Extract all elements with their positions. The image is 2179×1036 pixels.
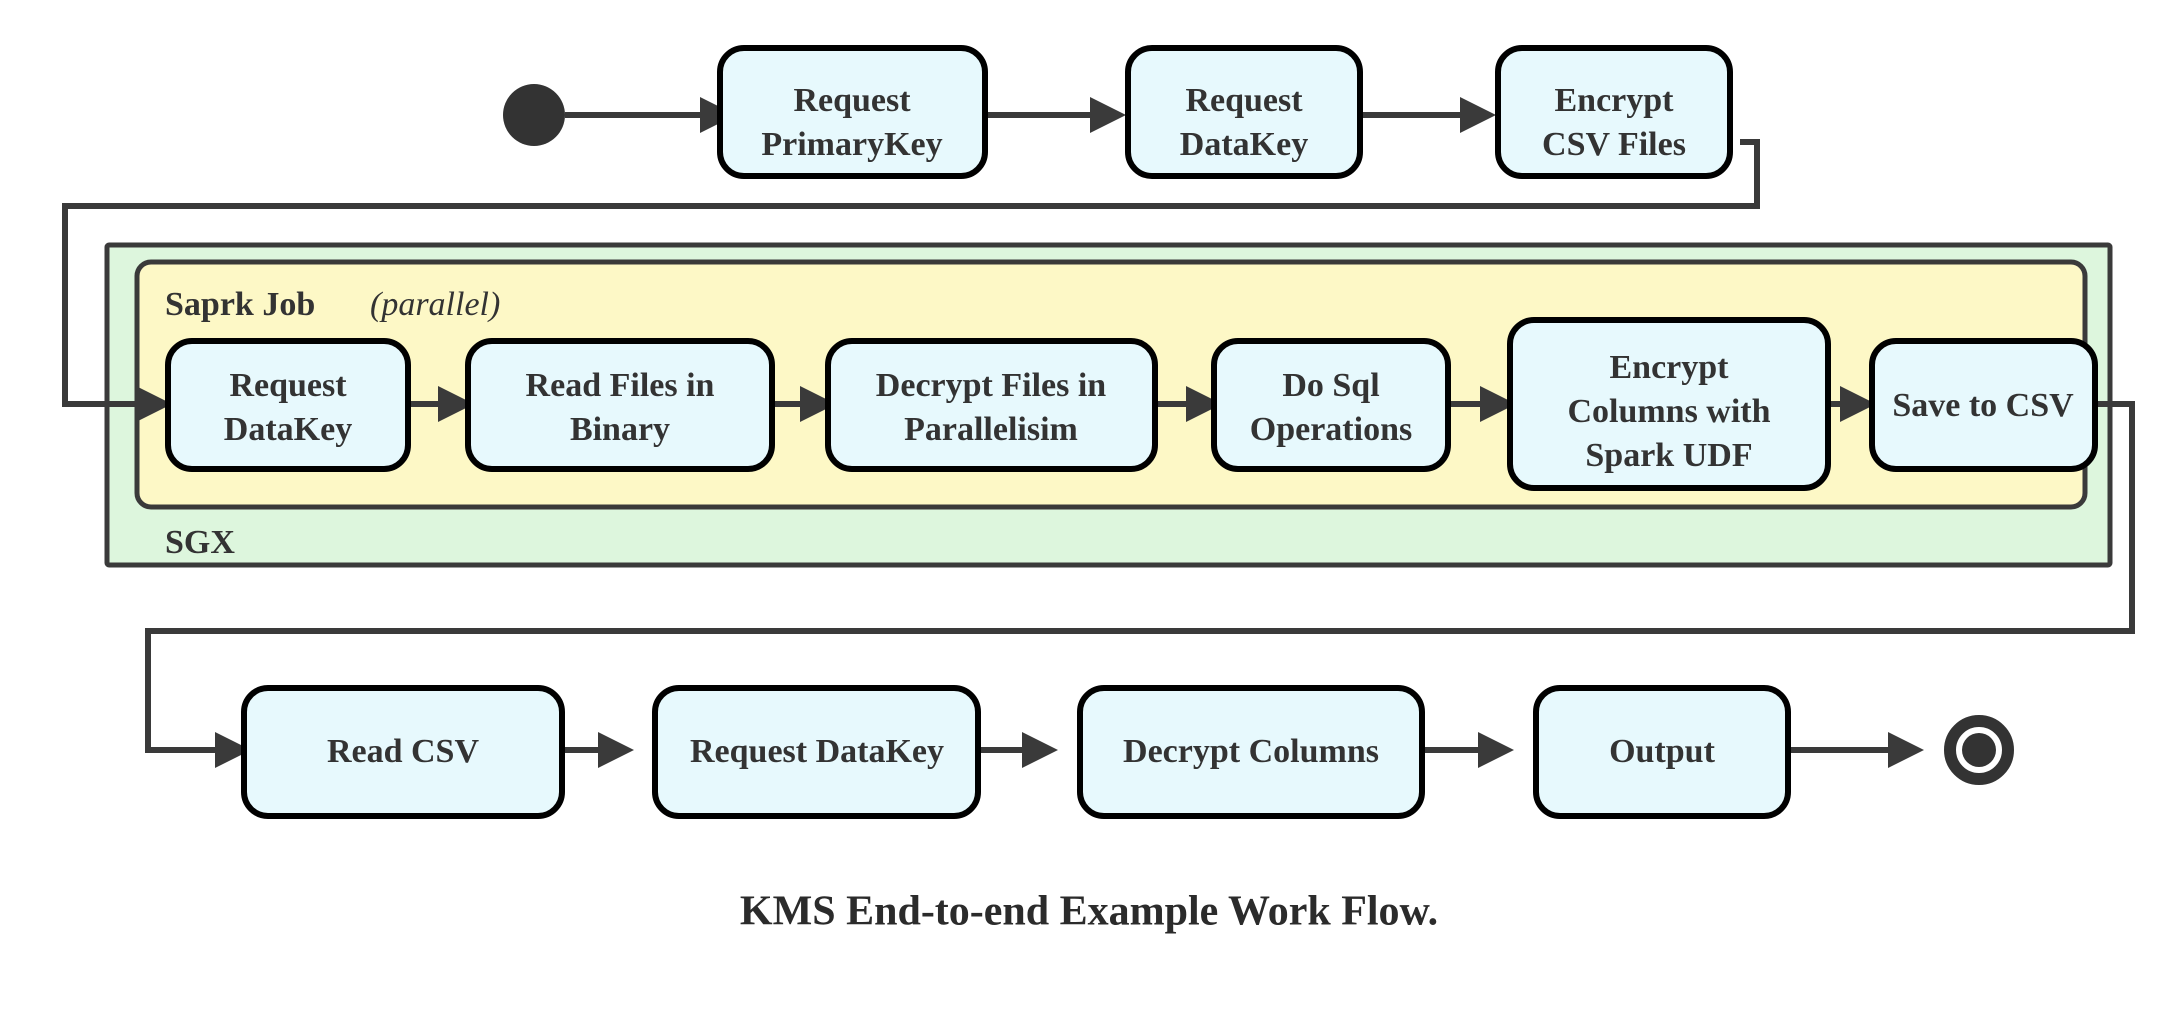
sgx-label: SGX [165, 524, 235, 561]
node-label-line: Output [1609, 733, 1715, 770]
edge-read-files-to-decrypt-files [772, 386, 836, 422]
node-request-datakey-bottom[interactable]: Request DataKey [652, 685, 981, 819]
node-label-line: Request [1185, 82, 1303, 119]
node-decrypt-files-in-parallelisim[interactable]: Decrypt Files in Parallelisim [825, 338, 1158, 472]
edge-request-datakey-bottom-to-decrypt-columns [978, 732, 1058, 768]
node-label-line: Do Sql [1282, 367, 1379, 404]
diagram-caption: KMS End-to-end Example Work Flow. [740, 889, 1438, 935]
edge-read-csv-to-request-datakey-bottom [562, 732, 634, 768]
edge-do-sql-to-encrypt-columns [1448, 386, 1516, 422]
node-label-line: Read Files in [526, 367, 715, 404]
spark-job-label: Saprk Job [165, 286, 315, 323]
node-label-line: Operations [1250, 411, 1412, 448]
edge-spark-datakey-to-read-files [408, 386, 474, 422]
node-do-sql-operations[interactable]: Do Sql Operations [1211, 338, 1451, 472]
node-label-line: Read CSV [327, 733, 480, 770]
end-node-icon [1944, 715, 2014, 785]
node-encrypt-columns-with-spark-udf[interactable]: Encrypt Columns with Spark UDF [1507, 317, 1831, 491]
node-label-line: Save to CSV [1892, 387, 2074, 424]
node-label-line: DataKey [224, 411, 352, 448]
node-read-csv[interactable]: Read CSV [241, 685, 565, 819]
node-save-to-csv[interactable]: Save to CSV [1869, 338, 2098, 472]
node-decrypt-columns[interactable]: Decrypt Columns [1077, 685, 1425, 819]
node-label-line: Encrypt [1610, 349, 1730, 386]
node-label-line: DataKey [1180, 126, 1308, 163]
node-label-line: Request [793, 82, 911, 119]
node-output[interactable]: Output [1533, 685, 1791, 819]
spark-job-parallel-label: (parallel) [370, 286, 500, 323]
node-request-datakey-spark[interactable]: Request DataKey [165, 338, 411, 472]
node-label-line: Decrypt Columns [1123, 733, 1379, 770]
node-read-files-in-binary[interactable]: Read Files in Binary [465, 338, 775, 472]
node-label-line: Request [229, 367, 347, 404]
node-label-line: Decrypt Files in [876, 367, 1106, 404]
node-label-line: CSV Files [1542, 126, 1686, 163]
node-label-line: Binary [570, 411, 670, 448]
edge-decrypt-files-to-do-sql [1155, 386, 1222, 422]
edge-primarykey-to-datakey [985, 97, 1126, 133]
node-label-line: Columns with [1567, 393, 1770, 430]
edge-output-to-end [1788, 732, 1924, 768]
node-encrypt-csv-files[interactable]: Encrypt CSV Files [1495, 45, 1733, 179]
edge-start-to-request-primarykey [565, 97, 736, 133]
edge-save-csv-to-read-csv [145, 401, 2135, 768]
edge-datakey-to-encrypt-csv [1360, 97, 1496, 133]
start-node-icon [503, 84, 565, 146]
edge-decrypt-columns-to-output [1422, 732, 1514, 768]
node-request-primarykey[interactable]: Request PrimaryKey [717, 45, 988, 179]
edge-encrypt-csv-to-spark-datakey [62, 139, 1760, 422]
node-label-line: Parallelisim [904, 411, 1078, 448]
node-label-line: PrimaryKey [761, 126, 942, 163]
node-label-line: Encrypt [1555, 82, 1675, 119]
node-request-datakey-top[interactable]: Request DataKey [1125, 45, 1363, 179]
node-label-line: Request DataKey [690, 733, 944, 770]
node-label-line: Spark UDF [1585, 437, 1752, 474]
